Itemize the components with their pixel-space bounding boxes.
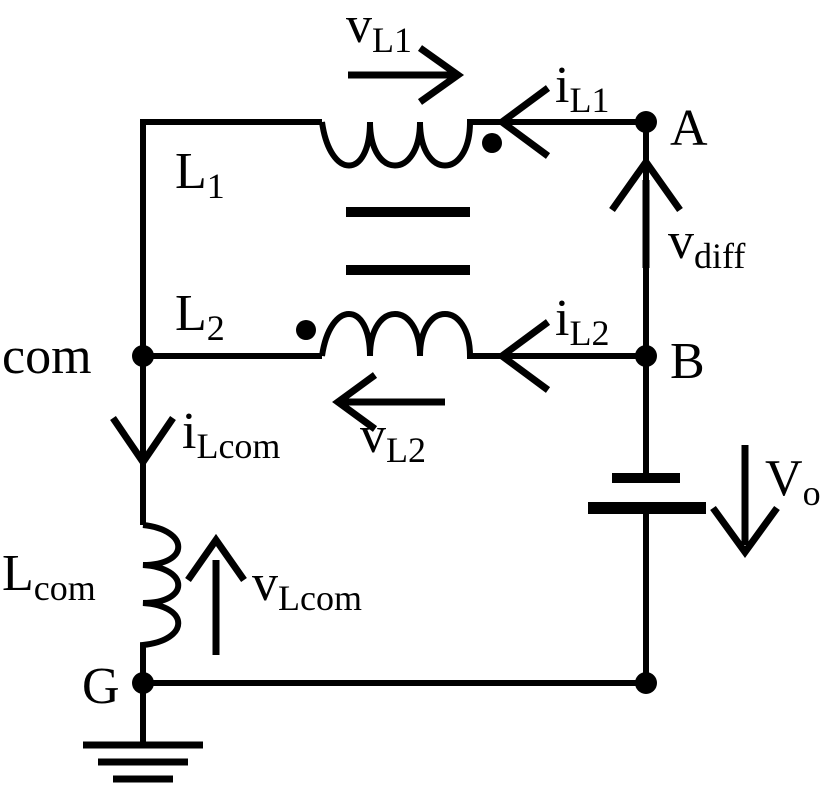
node-bottom-right — [635, 672, 657, 694]
arrow-v-L1-icon — [348, 45, 465, 105]
arrow-i-L1-icon — [496, 85, 551, 159]
polarity-dots — [296, 133, 502, 340]
arrow-i-Lcom-icon — [110, 416, 176, 469]
label-i-Lcom: iLcom — [182, 403, 280, 466]
core-lines — [346, 207, 470, 275]
inductor-Lcom — [140, 522, 182, 683]
arrow-v-L2-icon — [332, 372, 445, 432]
arrow-V-o-icon — [710, 445, 780, 558]
arrow-i-L2-icon — [496, 319, 551, 393]
label-V-o: Vo — [765, 450, 821, 513]
arrow-v-Lcom-icon — [185, 533, 247, 655]
label-B: B — [670, 333, 705, 390]
node-com — [132, 345, 154, 367]
label-v-L2: vL2 — [360, 407, 426, 470]
ground-icon — [83, 741, 203, 783]
polarity-dot-L2 — [296, 320, 316, 340]
label-v-L1: vL1 — [346, 0, 412, 60]
label-L1: L1 — [175, 143, 225, 206]
nodes — [132, 111, 657, 694]
label-L-com: Lcom — [2, 545, 96, 608]
arrow-v-diff-icon — [609, 155, 683, 268]
node-B — [635, 345, 657, 367]
label-com: com — [2, 328, 92, 385]
inductor-L2 — [319, 311, 646, 359]
inductor-L1 — [319, 119, 646, 169]
label-v-Lcom: vLcom — [252, 555, 362, 618]
label-i-L1: iL1 — [555, 57, 609, 120]
battery — [588, 473, 706, 514]
label-A: A — [670, 100, 708, 157]
label-v-diff: vdiff — [668, 213, 745, 276]
wire-top-branch — [140, 119, 322, 356]
label-i-L2: iL2 — [555, 290, 609, 353]
node-A — [635, 111, 657, 133]
label-L2: L2 — [175, 285, 225, 348]
polarity-dot-L1 — [482, 133, 502, 153]
node-G — [132, 672, 154, 694]
label-G: G — [82, 658, 120, 715]
